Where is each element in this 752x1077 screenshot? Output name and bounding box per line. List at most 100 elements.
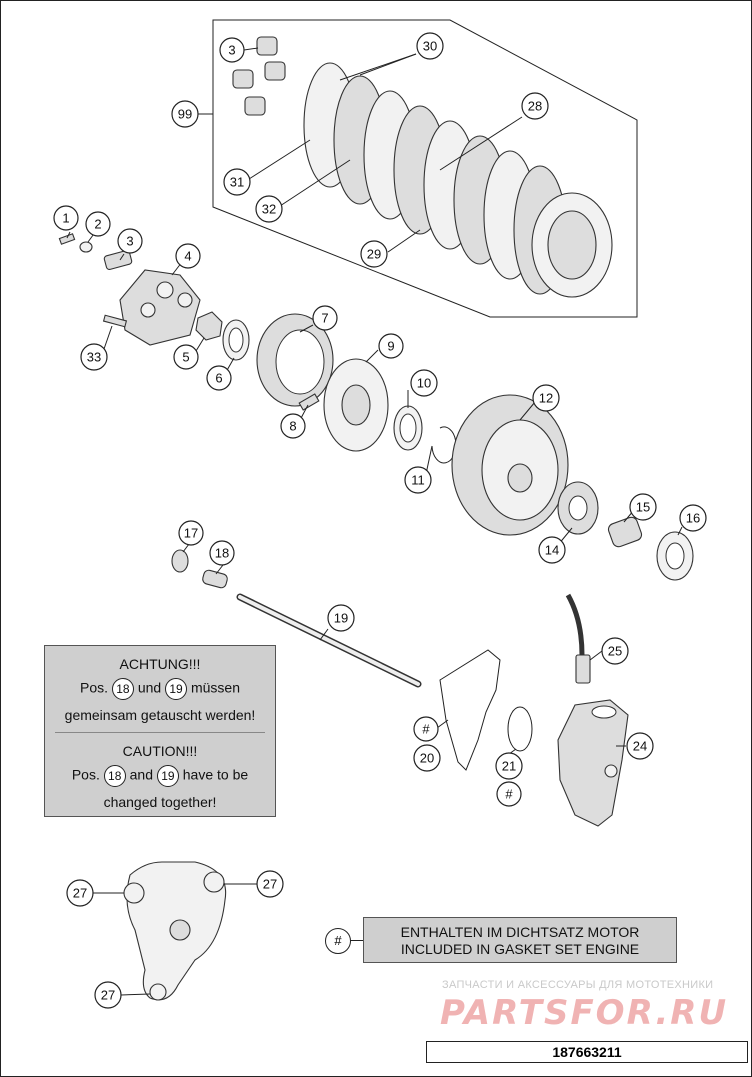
callout-30: 30: [416, 32, 444, 60]
position-19-badge: 19: [165, 678, 188, 700]
callout-29: 29: [360, 240, 388, 268]
callout-11: 11: [404, 466, 432, 494]
watermark-tagline: ЗАПЧАСТИ И АКСЕССУАРЫ ДЛЯ МОТОТЕХНИКИ: [442, 979, 714, 991]
svg-text:#: #: [422, 722, 430, 737]
clutch-spring-set: [232, 36, 286, 116]
gasket-note-de: ENTHALTEN IM DICHTSATZ MOTOR: [400, 924, 640, 940]
gasket-part: [439, 649, 501, 771]
svg-text:#: #: [505, 787, 513, 802]
svg-text:25: 25: [608, 644, 622, 659]
needle-bearing-part: [607, 516, 643, 548]
callout-19: 19: [327, 604, 355, 632]
callout-24: 24: [626, 732, 654, 760]
gasket-symbol: #: [325, 928, 351, 954]
callout-14: 14: [538, 536, 566, 564]
clutch-kit-box: [212, 19, 638, 318]
warning-line-en: Pos. 18 and 19 have to be: [45, 765, 275, 787]
callout-3: 3: [117, 228, 143, 254]
svg-text:27: 27: [73, 886, 87, 901]
svg-text:20: 20: [420, 751, 434, 766]
svg-text:11: 11: [411, 473, 425, 488]
position-19-badge: 19: [156, 765, 179, 787]
callout-8: 8: [280, 413, 306, 439]
svg-text:10: 10: [417, 376, 431, 391]
svg-text:31: 31: [230, 175, 244, 190]
nut-part: [195, 311, 223, 341]
svg-text:15: 15: [636, 500, 650, 515]
svg-text:33: 33: [87, 350, 101, 365]
callout-33: 33: [80, 343, 108, 371]
callout-15: 15: [629, 493, 657, 521]
bolt-part: [58, 233, 76, 245]
svg-text:30: 30: [423, 39, 437, 54]
callout-5: 5: [173, 344, 199, 370]
callout-27: 27: [66, 879, 94, 907]
svg-text:17: 17: [184, 526, 198, 541]
svg-text:2: 2: [94, 217, 101, 232]
callout-hash-21: #: [496, 781, 522, 807]
svg-text:18: 18: [215, 546, 229, 561]
callout-20: 20: [413, 744, 441, 772]
warning-line-de: Pos. 18 und 19 müssen: [45, 678, 275, 700]
leader-lines: [66, 47, 683, 996]
callout-12: 12: [532, 384, 560, 412]
warning-line2-de: gemeinsam getauscht werden!: [64, 707, 256, 723]
callout-6: 6: [206, 365, 232, 391]
position-18-badge: 18: [111, 678, 134, 700]
clutch-slave-cylinder-part: [557, 699, 629, 827]
svg-text:3: 3: [228, 43, 235, 58]
clutch-disc-stack: [303, 62, 613, 298]
callout-27: 27: [94, 981, 122, 1009]
gasket-note-en: INCLUDED IN GASKET SET ENGINE: [400, 941, 640, 957]
svg-text:16: 16: [686, 511, 700, 526]
callout-hash-20: #: [413, 716, 439, 742]
callout-21: 21: [495, 752, 523, 780]
callout-10: 10: [410, 369, 438, 397]
svg-text:99: 99: [178, 107, 192, 122]
svg-text:1: 1: [62, 211, 69, 226]
svg-text:14: 14: [545, 543, 559, 558]
svg-text:9: 9: [387, 339, 394, 354]
svg-text:29: 29: [367, 247, 381, 262]
callout-18: 18: [209, 540, 235, 566]
callout-25: 25: [601, 637, 629, 665]
watermark-logo: PARTSFOR.RU: [440, 993, 729, 1033]
replacement-warning-box: ACHTUNG!!! Pos. 18 und 19 müssen gemeins…: [44, 645, 276, 817]
warning-title-en: CAUTION!!!: [122, 743, 198, 759]
callout-31: 31: [223, 168, 251, 196]
callout-32: 32: [255, 195, 283, 223]
svg-text:27: 27: [101, 988, 115, 1003]
callout-1: 1: [53, 205, 79, 231]
svg-text:12: 12: [539, 391, 553, 406]
svg-text:8: 8: [289, 419, 296, 434]
shaft-seal-part: [171, 549, 189, 573]
svg-text:5: 5: [182, 350, 189, 365]
callout-4: 4: [175, 243, 201, 269]
pressure-cap-part: [119, 269, 201, 346]
callout-3: 3: [219, 37, 245, 63]
svg-text:6: 6: [215, 371, 222, 386]
bushing-part: [202, 569, 228, 589]
callout-7: 7: [312, 305, 338, 331]
callout-9: 9: [378, 333, 404, 359]
warning-divider: [55, 732, 265, 733]
callout-27: 27: [256, 870, 284, 898]
svg-text:28: 28: [528, 99, 542, 114]
gasket-set-note: ENTHALTEN IM DICHTSATZ MOTOR INCLUDED IN…: [363, 917, 677, 963]
svg-text:19: 19: [334, 611, 348, 626]
svg-text:7: 7: [321, 311, 328, 326]
svg-text:21: 21: [502, 759, 516, 774]
warning-line2-en: changed together!: [103, 794, 217, 810]
pin-spring-part: [298, 393, 320, 411]
warning-title-de: ACHTUNG!!!: [119, 656, 201, 672]
callout-28: 28: [521, 92, 549, 120]
bolt-33-part: [102, 314, 128, 328]
svg-text:27: 27: [263, 877, 277, 892]
svg-text:24: 24: [633, 739, 647, 754]
svg-text:3: 3: [126, 234, 133, 249]
washer-part: [79, 241, 93, 253]
hydraulic-line-part: [565, 593, 585, 656]
o-ring-part: [507, 706, 533, 752]
gasket-symbol-leader: [350, 940, 363, 941]
